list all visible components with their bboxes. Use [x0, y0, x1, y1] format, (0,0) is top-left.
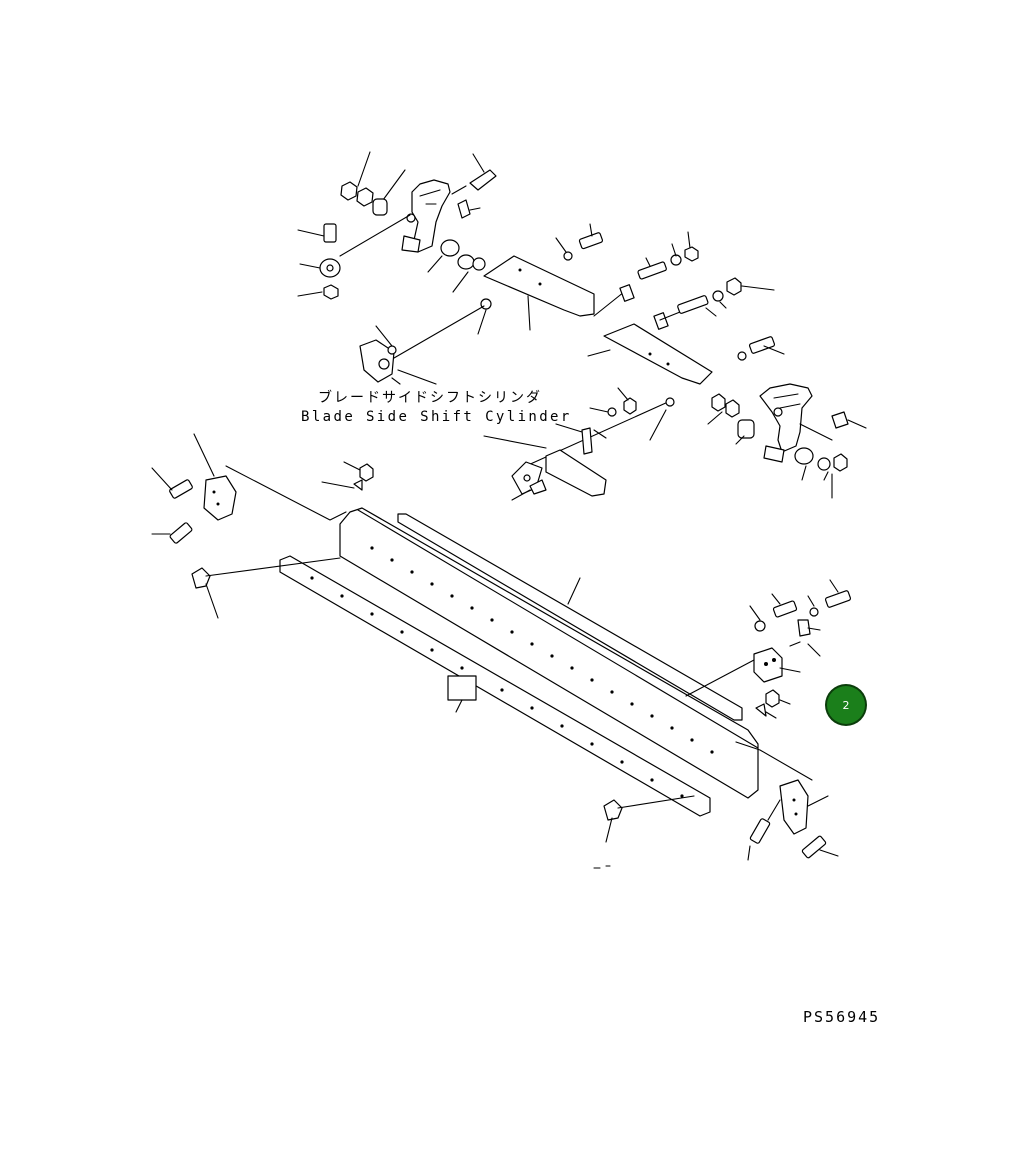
clip: [457, 199, 471, 219]
bolt-right-end: [801, 835, 827, 859]
bolt-right-lower: [749, 818, 771, 844]
stud-bolt-right: [677, 295, 709, 314]
plow-bolt-right: [603, 799, 623, 821]
mounting-plate-upper: [483, 255, 595, 317]
side-shift-cylinder: [483, 387, 675, 501]
right-bracket-assembly: [707, 383, 867, 499]
right-plate-assembly: [587, 277, 785, 385]
pin: [469, 169, 497, 191]
wear-strip: [279, 555, 711, 817]
upper-left-bracket-assembly: [297, 151, 497, 300]
edge-segment-joint: [447, 675, 477, 701]
nut-pair: [340, 181, 374, 207]
bushing: [372, 198, 388, 216]
cylinder-label-jp: ブレードサイドシフトシリンダ: [318, 390, 542, 406]
cylinder-barrel: [545, 449, 607, 497]
right-end-hardware: [685, 579, 852, 719]
moldboard-body: [339, 507, 759, 799]
callout-badge[interactable]: 2: [827, 686, 865, 724]
bolt: [323, 223, 337, 243]
bracket-arm: [411, 179, 451, 253]
guide-block: [753, 647, 783, 683]
bolt-left-lower: [169, 522, 193, 544]
upper-plate-assembly: [339, 214, 699, 335]
bolt-top: [578, 232, 604, 250]
bushing-2: [440, 239, 460, 257]
stud-bolt: [637, 261, 667, 280]
bracket-base: [401, 235, 421, 253]
plow-bolt-left: [191, 567, 211, 589]
drawing-number: PS56945: [803, 1008, 881, 1026]
blade-bolt-holes: [310, 546, 714, 798]
bracket-arm-right: [759, 383, 813, 453]
bolt-left-upper: [169, 479, 193, 499]
cylinder-label-en: Blade Side Shift Cylinder: [301, 409, 572, 425]
mounting-plate-right: [603, 323, 713, 385]
left-end-plate: [151, 433, 374, 544]
bolt-right: [748, 336, 776, 354]
cylinder-rod-end-left: [359, 305, 485, 385]
cutting-edge-strip: [397, 513, 743, 721]
blade-moldboard: [191, 507, 759, 843]
right-end-plate: [593, 741, 839, 869]
